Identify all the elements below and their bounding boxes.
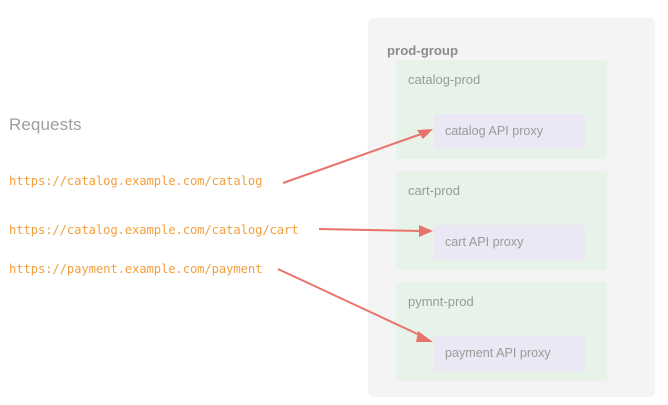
env-panel-title-catalog-prod: catalog-prod (408, 72, 481, 87)
group-panel-title: prod-group (387, 43, 459, 58)
env-panel-title-cart-prod: cart-prod (408, 183, 461, 198)
proxy-label-catalog: catalog API proxy (445, 124, 544, 138)
proxy-box-cart[interactable]: cart API proxy (434, 225, 585, 260)
env-panel-catalog-prod: catalog-prod catalog API proxy (396, 60, 607, 159)
request-url-catalog: https://catalog.example.com/catalog (9, 174, 263, 188)
proxy-box-payment[interactable]: payment API proxy (434, 336, 585, 371)
requests-heading: Requests (9, 115, 82, 134)
env-panel-cart-prod: cart-prod cart API proxy (396, 171, 607, 270)
proxy-label-payment: payment API proxy (445, 346, 551, 360)
env-panel-pymnt-prod: pymnt-prod payment API proxy (396, 282, 607, 381)
proxy-label-cart: cart API proxy (445, 235, 524, 249)
request-url-payment: https://payment.example.com/payment (9, 262, 263, 276)
proxy-box-catalog[interactable]: catalog API proxy (434, 114, 585, 149)
env-panel-title-pymnt-prod: pymnt-prod (408, 294, 474, 309)
request-url-catalog-cart: https://catalog.example.com/catalog/cart (9, 223, 299, 237)
group-panel-prod-group: prod-group catalog-prod catalog API prox… (368, 18, 655, 397)
